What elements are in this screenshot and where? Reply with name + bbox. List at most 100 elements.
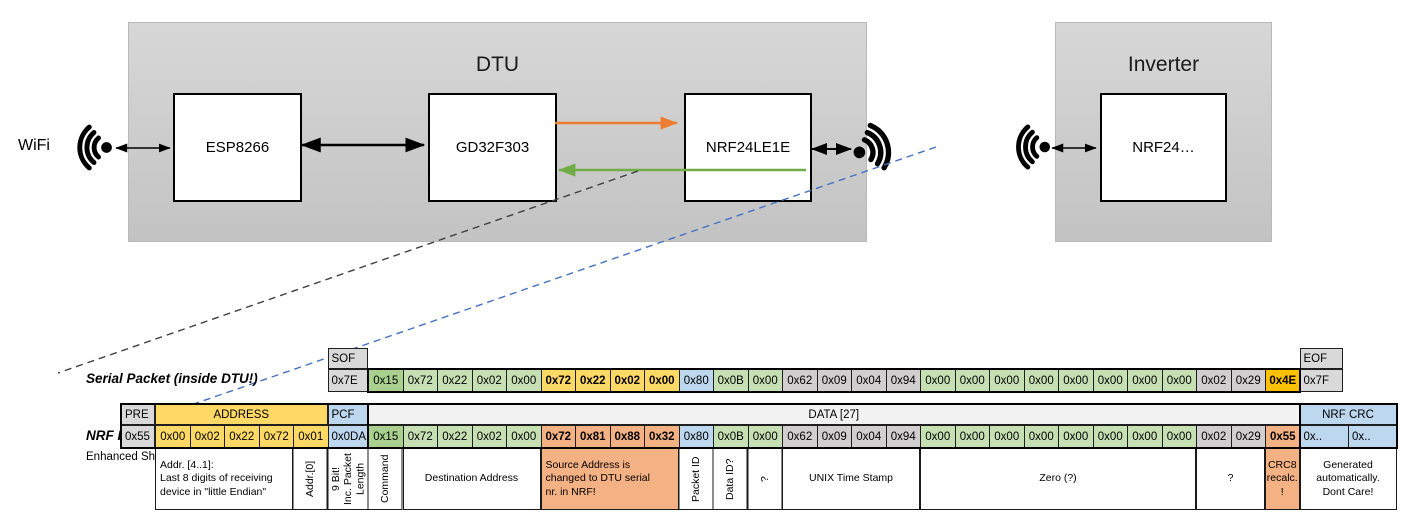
inverter-container: Inverter (1055, 22, 1272, 242)
nrf-byte-cell: 0x00 (1058, 425, 1094, 448)
nrf-byte-cell: 0x00 (1092, 425, 1128, 448)
nrf-byte-cell: 0x94 (885, 425, 921, 448)
esp8266-box: ESP8266 (173, 93, 302, 202)
serial-byte-cell: 0x00 (1127, 369, 1163, 392)
annotation-cell: 9 Bit! Inc. Packet Length (327, 448, 368, 510)
nrf-byte-cell: 0x88 (609, 425, 645, 448)
serial-byte-cell: 0x00 (954, 369, 990, 392)
nrf-byte-cell: 0x00 (1127, 425, 1163, 448)
nrf-address-header: ADDRESS (155, 404, 328, 425)
serial-byte-cell: 0x94 (885, 369, 921, 392)
nrf-pre-header: PRE (121, 404, 155, 425)
serial-byte-cell: 0x0B (713, 369, 749, 392)
gd32f303-box: GD32F303 (428, 93, 557, 202)
annotation-cell: Destination Address (402, 448, 541, 510)
nrf-data-header: DATA [27] (368, 404, 1300, 425)
nrf-crc-byte-cell: 0x.. (1299, 425, 1349, 448)
serial-byte-cell: 0x00 (747, 369, 783, 392)
nrf-byte-cell: 0x02 (471, 425, 507, 448)
serial-byte-cell: 0x00 (920, 369, 956, 392)
nrf-byte-cell: 0x72 (402, 425, 438, 448)
serial-byte-cell: 0x62 (782, 369, 818, 392)
nrf-byte-cell: 0x04 (851, 425, 887, 448)
serial-eof-header: EOF (1299, 348, 1343, 369)
annotation-cell: Source Address is changed to DTU serial … (540, 448, 679, 510)
wifi-signal-icon (62, 119, 119, 176)
serial-byte-cell: 0x00 (1092, 369, 1128, 392)
serial-byte-cell: 0x4E (1265, 369, 1301, 392)
annotation-cell: Data ID? (713, 448, 748, 510)
nrf-byte-cell: 0x22 (437, 425, 473, 448)
serial-sof-header: SOF (327, 348, 368, 369)
annotation-cell: Command (368, 448, 403, 510)
serial-byte-cell: 0x09 (816, 369, 852, 392)
serial-eof-value: 0x7F (1299, 369, 1343, 392)
wifi-label: WiFi (18, 137, 50, 154)
nrf-byte-cell: 0x32 (644, 425, 680, 448)
serial-byte-cell: 0x15 (368, 369, 404, 392)
nrf-byte-cell: 0x00 (1161, 425, 1197, 448)
inverter-title: Inverter (1127, 53, 1200, 76)
serial-byte-cell: 0x02 (471, 369, 507, 392)
esp8266-label: ESP8266 (205, 139, 270, 156)
nrf24le1e-box: NRF24LE1E (684, 93, 812, 202)
inverter-nrf24-label: NRF24… (1132, 139, 1195, 156)
annotation-cell: Addr.[0] (293, 448, 328, 510)
serial-byte-cell: 0x00 (1161, 369, 1197, 392)
nrf-byte-cell: 0x00 (1023, 425, 1059, 448)
annotation-cell: Generated automatically. Dont Care! (1299, 448, 1397, 510)
nrf-byte-cell: 0x00 (747, 425, 783, 448)
serial-byte-cell: 0x22 (575, 369, 611, 392)
serial-byte-cell: 0x22 (437, 369, 473, 392)
annotation-cell: CRC8 recalc. ! (1265, 448, 1300, 510)
nrf-byte-cell: 0x15 (368, 425, 404, 448)
annotation-cell: ? (747, 448, 782, 510)
gd32f303-label: GD32F303 (455, 139, 530, 156)
serial-byte-cell: 0x02 (609, 369, 645, 392)
inverter-nrf24-box: NRF24… (1100, 93, 1227, 202)
nrf-address-byte-cell: 0x72 (258, 425, 294, 448)
nrf-byte-cell: 0x62 (782, 425, 818, 448)
nrf-address-byte-cell: 0x22 (224, 425, 260, 448)
serial-byte-cell: 0x00 (1058, 369, 1094, 392)
nrf-byte-cell: 0x29 (1230, 425, 1266, 448)
serial-byte-cell: 0x72 (540, 369, 576, 392)
annotation-cell: Packet ID (678, 448, 713, 510)
dtu-title: DTU (475, 53, 520, 76)
serial-byte-cell: 0x72 (402, 369, 438, 392)
nrf-address-byte-cell: 0x00 (155, 425, 191, 448)
serial-byte-cell: 0x04 (851, 369, 887, 392)
nrf-crc-header: NRF CRC (1299, 404, 1397, 425)
annotation-cell: Zero (?) (920, 448, 1196, 510)
nrf-byte-cell: 0x00 (506, 425, 542, 448)
nrf-address-byte-cell: 0x01 (293, 425, 329, 448)
annotation-cell: UNIX Time Stamp (782, 448, 920, 510)
annotation-cell: Addr. [4..1]: Last 8 digits of receiving… (155, 448, 293, 510)
nrf24le1e-label: NRF24LE1E (705, 139, 791, 156)
nrf-byte-cell: 0x00 (954, 425, 990, 448)
serial-byte-cell: 0x00 (644, 369, 680, 392)
nrf-pcf-header: PCF (327, 404, 368, 425)
nrf-byte-cell: 0x0B (713, 425, 749, 448)
nrf-byte-cell: 0x00 (989, 425, 1025, 448)
inverter-antenna-icon (1001, 119, 1057, 175)
annotation-cell: ? (1196, 448, 1265, 510)
serial-byte-cell: 0x00 (506, 369, 542, 392)
serial-byte-cell: 0x29 (1230, 369, 1266, 392)
nrf-byte-cell: 0x72 (540, 425, 576, 448)
serial-byte-cell: 0x00 (989, 369, 1025, 392)
serial-sof-value: 0x7E (327, 369, 368, 392)
nrf-byte-cell: 0x55 (1265, 425, 1301, 448)
serial-packet-label: Serial Packet (inside DTU!) (86, 371, 258, 386)
nrf-address-byte-cell: 0x02 (189, 425, 225, 448)
nrf-byte-cell: 0x80 (678, 425, 714, 448)
serial-byte-cell: 0x02 (1196, 369, 1232, 392)
nrf-pre-value: 0x55 (121, 425, 155, 448)
nrf-byte-cell: 0x00 (920, 425, 956, 448)
serial-byte-cell: 0x80 (678, 369, 714, 392)
nrf-crc-byte-cell: 0x.. (1348, 425, 1398, 448)
nrf-byte-cell: 0x02 (1196, 425, 1232, 448)
nrf-pcf-value: 0x0DA (327, 425, 368, 448)
